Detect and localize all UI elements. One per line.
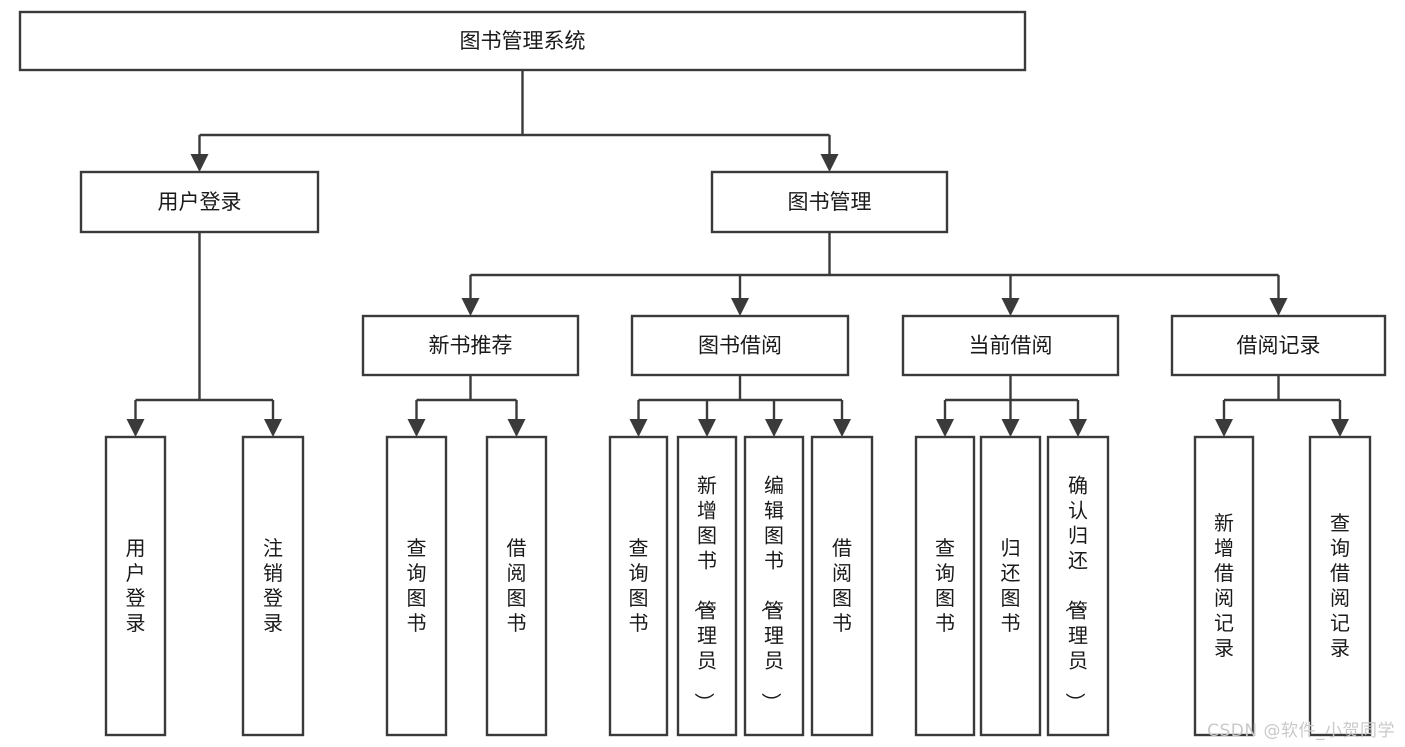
node-root-图书管理系统[interactable]: 图书管理系统 <box>18 10 1027 72</box>
node-leaf-编辑图书管理员-label: 编辑图书（管理员） <box>759 474 784 713</box>
node-leaf-编辑图书管理员[interactable]: 编辑图书（管理员） <box>743 435 805 737</box>
node-root-图书管理系统-label: 图书管理系统 <box>460 29 586 53</box>
node-root-图书管理系统-box <box>18 10 1027 72</box>
node-leaf-注销登录-box <box>241 435 305 737</box>
node-level2-当前借阅-box <box>901 314 1120 377</box>
node-leaf-查询图书-label: 查询图书 <box>629 536 649 635</box>
arrow-head-icon <box>1001 298 1020 316</box>
node-level1-用户登录-label: 用户登录 <box>158 190 242 214</box>
node-level2-图书借阅-label: 图书借阅 <box>698 334 782 358</box>
arrow-head-icon <box>461 298 480 316</box>
node-leaf-借阅图书[interactable]: 借阅图书 <box>810 435 874 737</box>
arrow-head-icon <box>507 419 526 437</box>
arrow-head-icon <box>765 419 783 437</box>
arrow-head-icon <box>126 419 145 437</box>
node-leaf-归还图书[interactable]: 归还图书 <box>979 435 1042 737</box>
node-leaf-查询借阅记录[interactable]: 查询借阅记录 <box>1308 435 1372 737</box>
node-leaf-查询借阅记录-box <box>1308 435 1372 737</box>
node-level2-当前借阅[interactable]: 当前借阅 <box>901 314 1120 377</box>
node-level2-新书推荐-label: 新书推荐 <box>429 334 513 358</box>
watermark-text: CSDN @软件_小贺同学 <box>1207 721 1395 741</box>
node-leaf-用户登录-box <box>104 435 167 737</box>
arrow-head-icon <box>1001 419 1020 437</box>
node-leaf-编辑图书管理员-box <box>743 435 805 737</box>
node-leaf-归还图书-box <box>979 435 1042 737</box>
node-leaf-借阅图书-box <box>485 435 548 737</box>
arrow-head-icon <box>731 298 749 316</box>
node-leaf-查询图书-label: 查询图书 <box>935 536 955 635</box>
arrow-head-icon <box>936 419 954 437</box>
node-leaf-注销登录-label: 注销登录 <box>263 536 283 635</box>
node-leaf-查询借阅记录-label: 查询借阅记录 <box>1330 511 1350 660</box>
arrow-head-icon <box>1269 298 1288 316</box>
node-leaf-新增借阅记录[interactable]: 新增借阅记录 <box>1193 435 1255 737</box>
node-leaf-查询图书[interactable]: 查询图书 <box>385 435 448 737</box>
node-leaf-确认归还管理员-box <box>1046 435 1110 737</box>
arrow-head-icon <box>1215 419 1233 437</box>
arrow-head-icon <box>820 154 839 172</box>
arrow-head-icon <box>264 419 282 437</box>
node-leaf-查询图书[interactable]: 查询图书 <box>608 435 669 737</box>
node-level2-图书借阅-box <box>630 314 850 377</box>
node-leaf-新增图书管理员[interactable]: 新增图书（管理员） <box>676 435 738 737</box>
node-leaf-查询图书-label: 查询图书 <box>407 536 427 635</box>
node-leaf-确认归还管理员[interactable]: 确认归还（管理员） <box>1046 435 1110 737</box>
node-leaf-借阅图书-box <box>810 435 874 737</box>
arrow-head-icon <box>190 154 209 172</box>
node-leaf-借阅图书-label: 借阅图书 <box>507 536 527 635</box>
node-level2-新书推荐[interactable]: 新书推荐 <box>361 314 580 377</box>
arrow-head-icon <box>698 419 716 437</box>
node-level2-当前借阅-label: 当前借阅 <box>969 334 1053 358</box>
node-leaf-用户登录-label: 用户登录 <box>126 536 146 635</box>
node-leaf-注销登录[interactable]: 注销登录 <box>241 435 305 737</box>
arrow-head-icon <box>407 419 426 437</box>
node-level2-借阅记录-label: 借阅记录 <box>1237 334 1321 358</box>
arrow-head-icon <box>833 419 851 437</box>
node-level1-图书管理-label: 图书管理 <box>788 190 872 214</box>
node-leaf-查询图书-box <box>385 435 448 737</box>
node-layer: 图书管理系统用户登录图书管理新书推荐图书借阅当前借阅借阅记录用户登录注销登录查询… <box>18 10 1387 737</box>
arrow-head-icon <box>1069 419 1087 437</box>
arrow-head-icon <box>1331 419 1349 437</box>
node-level1-图书管理[interactable]: 图书管理 <box>710 170 949 234</box>
node-leaf-借阅图书[interactable]: 借阅图书 <box>485 435 548 737</box>
node-leaf-用户登录[interactable]: 用户登录 <box>104 435 167 737</box>
connector-layer <box>126 70 1349 437</box>
node-leaf-确认归还管理员-label: 确认归还（管理员） <box>1063 474 1088 713</box>
node-leaf-借阅图书-label: 借阅图书 <box>832 536 852 635</box>
node-level1-用户登录-box <box>79 170 320 234</box>
node-level1-图书管理-box <box>710 170 949 234</box>
node-level2-新书推荐-box <box>361 314 580 377</box>
node-level2-借阅记录-box <box>1170 314 1387 377</box>
arrow-head-icon <box>629 419 648 437</box>
node-leaf-新增图书管理员-label: 新增图书（管理员） <box>692 474 717 713</box>
node-leaf-新增图书管理员-box <box>676 435 738 737</box>
node-leaf-查询图书-box <box>914 435 976 737</box>
node-leaf-查询图书-box <box>608 435 669 737</box>
node-leaf-新增借阅记录-box <box>1193 435 1255 737</box>
node-leaf-查询图书[interactable]: 查询图书 <box>914 435 976 737</box>
node-level1-用户登录[interactable]: 用户登录 <box>79 170 320 234</box>
node-level2-借阅记录[interactable]: 借阅记录 <box>1170 314 1387 377</box>
node-leaf-归还图书-label: 归还图书 <box>1001 536 1021 635</box>
node-level2-图书借阅[interactable]: 图书借阅 <box>630 314 850 377</box>
node-leaf-新增借阅记录-label: 新增借阅记录 <box>1214 511 1234 660</box>
